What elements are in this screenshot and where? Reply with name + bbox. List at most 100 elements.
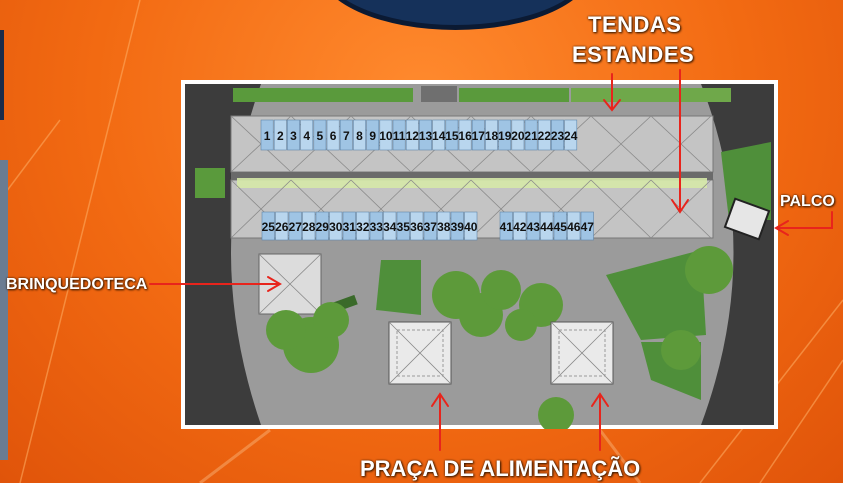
stand-box [458,119,472,151]
stand-number: 22 [538,129,552,143]
stand-number: 2 [277,129,284,143]
stand-number: 12 [406,129,420,143]
lawn-block [606,250,706,340]
tent-walkway [231,172,713,180]
stand-box [288,211,302,241]
lawn-strip [233,88,413,102]
stand-number: 30 [329,220,343,234]
lawn-block [376,260,421,315]
stand-box [275,211,289,241]
stand-number: 5 [317,129,324,143]
stand-number: 39 [451,220,465,234]
stand-number: 47 [581,220,595,234]
stand-number: 35 [397,220,411,234]
stand-box [339,119,353,151]
stand-number: 46 [567,220,581,234]
stand-box [342,211,356,241]
stairs [421,86,457,102]
stand-number: 44 [540,220,554,234]
stand-number: 38 [437,220,451,234]
stand-box [450,211,464,241]
stand-number: 45 [554,220,568,234]
stand-box [564,119,578,151]
lawn-strip [459,88,569,102]
stand-number: 17 [472,129,486,143]
stand-box [410,211,424,241]
stage-palco [723,197,771,241]
stand-number: 1 [264,129,271,143]
label-praca-alimentacao: PRAÇA DE ALIMENTAÇÃO [360,456,641,481]
stand-box [302,211,316,241]
stand-number: 40 [464,220,478,234]
stand-number: 27 [289,220,303,234]
stand-box [353,119,366,151]
stand-box [383,211,397,241]
lawn-block [721,142,771,220]
label-palco: PALCO [780,193,835,210]
stand-number: 26 [275,220,289,234]
stand-box [437,211,451,241]
stand-box [553,211,567,241]
stand-box [356,211,370,241]
stand-box [329,211,343,241]
stand-box [445,119,459,151]
left-photo-strip [0,0,10,483]
stand-box [369,211,383,241]
stand-number: 10 [379,129,393,143]
label-estandes: ESTANDES [572,42,695,67]
stand-number: 14 [432,129,446,143]
stand-number: 8 [356,129,363,143]
stand-number: 23 [551,129,565,143]
label-brinquedoteca: BRINQUEDOTECA [6,276,148,293]
stand-box [326,119,340,151]
stand-number: 6 [330,129,337,143]
stand-box [537,119,551,151]
stand-box [260,119,274,151]
stand-box [567,211,581,241]
stand-number: 43 [527,220,541,234]
stand-number: 41 [500,220,514,234]
trees [266,246,733,433]
stand-number: 33 [370,220,384,234]
stand-number: 15 [445,129,459,143]
arrow-head [774,220,789,236]
stand-box [405,119,419,151]
arrow-head [603,99,621,112]
stand-box [499,211,513,241]
stand-box [464,211,478,241]
stand-box [379,119,393,151]
stand-box [423,211,437,241]
stand-number: 13 [419,129,433,143]
stand-box [540,211,554,241]
stand-number: 9 [369,129,376,143]
stand-box [273,119,287,151]
lawn-block [195,168,225,198]
stand-number: 25 [262,220,276,234]
stand-number: 7 [343,129,350,143]
stand-box [498,119,512,151]
arrow-head [591,392,609,407]
stand-box [513,211,527,241]
stand-number: 20 [511,129,525,143]
stand-box [580,211,594,241]
stand-number: 31 [343,220,357,234]
stand-number: 21 [524,129,538,143]
stand-number: 37 [424,220,438,234]
label-tendas: TENDAS [588,12,682,37]
arrow-palco [777,211,833,229]
stand-box [261,211,275,241]
arrow-head [671,199,689,214]
stand-number: 29 [316,220,330,234]
stand-number: 11 [393,129,406,143]
stand-number: 28 [302,220,316,234]
stand-number: 16 [458,129,472,143]
stand-box [526,211,540,241]
stand-box [432,119,446,151]
stand-number: 34 [383,220,397,234]
stand-number: 32 [356,220,370,234]
